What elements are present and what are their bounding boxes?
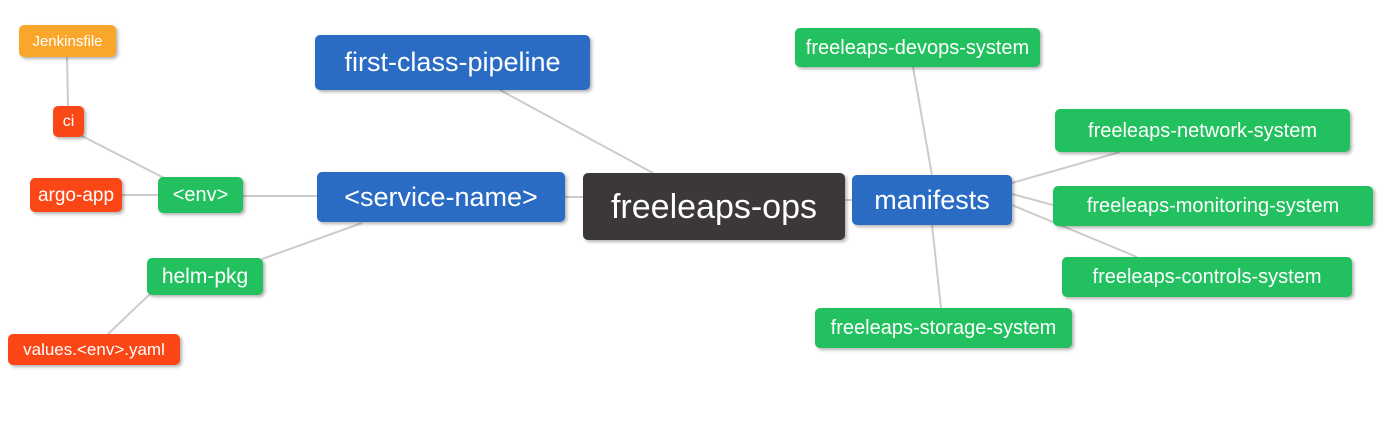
node-freeleaps-ops-root[interactable]: freeleaps-ops bbox=[583, 173, 845, 240]
edge-manifests-monitoring bbox=[1011, 193, 1054, 206]
node-network-system[interactable]: freeleaps-network-system bbox=[1055, 109, 1350, 152]
node-storage-system[interactable]: freeleaps-storage-system bbox=[815, 308, 1072, 348]
node-manifests[interactable]: manifests bbox=[852, 175, 1012, 225]
edge-helmpkg-servicename bbox=[261, 222, 363, 260]
edge-values-helmpkg bbox=[107, 293, 151, 335]
node-devops-system[interactable]: freeleaps-devops-system bbox=[795, 28, 1040, 67]
node-env[interactable]: <env> bbox=[158, 177, 243, 213]
edge-manifests-controls bbox=[1011, 204, 1138, 258]
node-argo-app[interactable]: argo-app bbox=[30, 178, 122, 212]
node-helm-pkg[interactable]: helm-pkg bbox=[147, 258, 263, 295]
edge-pipeline-root bbox=[499, 89, 654, 174]
node-first-class-pipeline[interactable]: first-class-pipeline bbox=[315, 35, 590, 90]
node-monitoring-system[interactable]: freeleaps-monitoring-system bbox=[1053, 186, 1373, 226]
node-controls-system[interactable]: freeleaps-controls-system bbox=[1062, 257, 1352, 297]
edge-ci-env bbox=[79, 134, 169, 181]
edge-manifests-storage bbox=[931, 224, 942, 309]
edge-manifests-network bbox=[1011, 151, 1121, 184]
node-values-env-yaml[interactable]: values.<env>.yaml bbox=[8, 334, 180, 365]
edge-jenkinsfile-ci bbox=[66, 56, 69, 107]
node-jenkinsfile[interactable]: Jenkinsfile bbox=[19, 25, 116, 57]
node-service-name[interactable]: <service-name> bbox=[317, 172, 565, 222]
node-ci[interactable]: ci bbox=[53, 106, 84, 137]
edge-manifests-devops bbox=[912, 66, 933, 176]
